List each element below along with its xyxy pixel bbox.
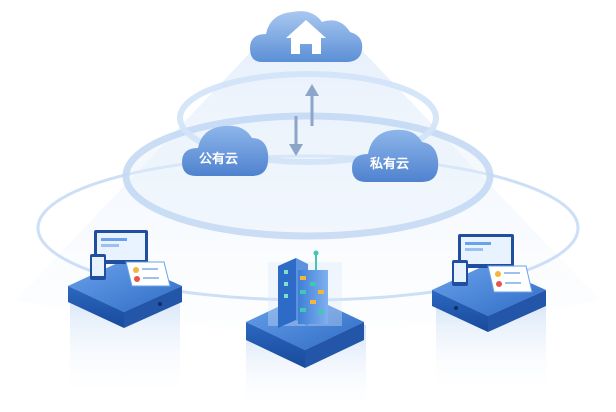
- light-cone: [16, 40, 600, 330]
- public-cloud: 公有云: [182, 125, 269, 176]
- sync-arrows-icon: [289, 84, 319, 156]
- public-cloud-label: 公有云: [199, 151, 238, 167]
- middle-ring: [122, 112, 494, 240]
- top-cloud: [250, 11, 363, 62]
- devices-icon: [452, 234, 533, 293]
- right-device-node: [432, 234, 546, 396]
- inner-ring: [177, 71, 439, 165]
- private-cloud-label: 私有云: [370, 156, 409, 172]
- private-cloud: 私有云: [352, 129, 439, 182]
- center-building-node: [246, 250, 366, 412]
- left-device-node: [68, 230, 182, 400]
- devices-icon: [90, 230, 171, 287]
- house-icon: [286, 20, 326, 54]
- building-icon: [278, 250, 328, 328]
